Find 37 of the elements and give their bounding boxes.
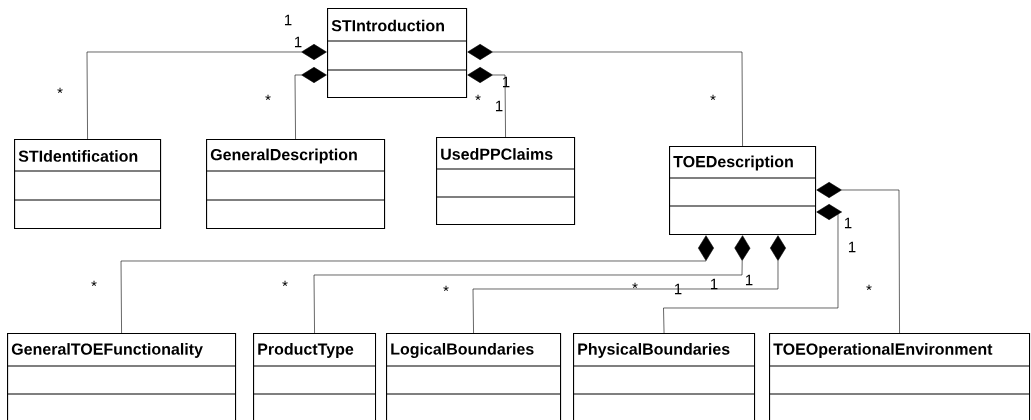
multiplicity: 1 xyxy=(503,76,510,88)
multiplicity: 1 xyxy=(711,278,718,290)
multiplicity: * xyxy=(632,282,638,289)
class-box: TOEDescription xyxy=(668,146,817,236)
composition-line xyxy=(472,235,786,334)
class-box: STIdentification xyxy=(13,139,162,230)
composition-line xyxy=(467,67,506,138)
composition-line xyxy=(120,235,714,334)
multiplicity: * xyxy=(91,280,97,287)
multiplicity: 1 xyxy=(844,217,852,229)
composition-line xyxy=(816,182,900,334)
multiplicity: 1 xyxy=(675,283,682,295)
class-box: LogicalBoundaries xyxy=(385,333,562,420)
multiplicity: 1 xyxy=(285,14,292,26)
class-box: PhysicalBoundaries xyxy=(572,333,756,420)
class-box: ProductType xyxy=(252,333,377,420)
composition-line xyxy=(294,67,327,140)
multiplicity: * xyxy=(475,94,481,101)
multiplicity: * xyxy=(866,284,872,291)
composition-line xyxy=(663,204,842,334)
class-box: TOEOperationalEnvironment xyxy=(768,333,1031,420)
multiplicity: * xyxy=(443,285,449,292)
multiplicity: 1 xyxy=(496,100,503,112)
multiplicity: 1 xyxy=(848,241,856,253)
multiplicity: 1 xyxy=(745,274,753,286)
multiplicity: 1 xyxy=(295,36,302,48)
multiplicity: * xyxy=(57,87,63,94)
multiplicity: * xyxy=(710,94,716,101)
multiplicity: * xyxy=(265,94,271,101)
composition-line xyxy=(467,44,743,147)
class-box: GeneralDescription xyxy=(205,139,386,230)
class-box: STIntroduction xyxy=(326,8,468,99)
composition-line xyxy=(86,44,327,140)
composition-line xyxy=(313,235,751,334)
class-box: GeneralTOEFunctionality xyxy=(6,333,237,420)
multiplicity: * xyxy=(282,280,288,287)
class-box: UsedPPClaims xyxy=(435,137,576,226)
